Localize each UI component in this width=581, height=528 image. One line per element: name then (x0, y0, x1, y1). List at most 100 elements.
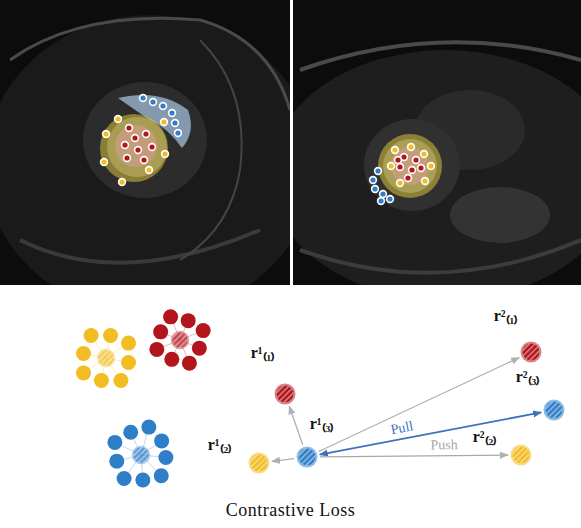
contour-point (388, 163, 395, 170)
contour-point (375, 168, 382, 175)
contour-point (408, 144, 415, 151)
embedding-circle (520, 341, 542, 363)
embedding-circle (248, 452, 270, 474)
cluster (76, 328, 136, 388)
cluster-prototype (133, 447, 150, 464)
segmentation-red (391, 147, 429, 185)
contour-point (405, 175, 412, 182)
cluster-sample (123, 425, 138, 440)
cluster-sample (113, 373, 128, 388)
contour-point (119, 179, 126, 186)
contour-point (122, 142, 129, 149)
contour-point (162, 151, 169, 158)
embedding-label: r¹₍₁₎ (251, 344, 276, 362)
embedding-node: r¹₍₁₎ (274, 383, 296, 405)
segmentation-red (115, 125, 157, 167)
heart-region (364, 119, 460, 211)
cluster-sample (76, 346, 91, 361)
contour-point (372, 186, 379, 193)
contour-point (124, 155, 131, 162)
contour-point (370, 177, 377, 184)
cluster-prototype (98, 350, 115, 367)
contour-point (135, 147, 142, 154)
embedding-fill (545, 401, 564, 420)
connector-arrow (272, 459, 294, 462)
embedding-label: r¹₍₃₎ (310, 415, 335, 433)
embedding-fill (276, 385, 295, 404)
contour-point (397, 180, 404, 187)
cluster-sample (109, 454, 124, 469)
cluster-sample (76, 365, 91, 380)
cluster (107, 420, 173, 488)
embedding-fill (522, 343, 541, 362)
cluster (149, 309, 210, 370)
contour-point (421, 151, 428, 158)
embedding-circle (510, 444, 532, 466)
cluster-sample (141, 420, 156, 435)
embedding-node: r²₍₁₎ (520, 341, 542, 363)
embedding-node: r¹₍₃₎ (296, 446, 318, 468)
mri-image-left (0, 0, 290, 285)
contour-point (428, 163, 435, 170)
embedding-node: r²₍₂₎ (510, 444, 532, 466)
embedding-circle (274, 383, 296, 405)
embedding-circle (296, 446, 318, 468)
embedding-label: r²₍₃₎ (516, 368, 541, 386)
cluster-sample (94, 373, 109, 388)
cluster-sample (196, 323, 211, 338)
contour-point (101, 159, 108, 166)
contour-point (169, 110, 176, 117)
contour-point (392, 147, 399, 154)
contour-point (126, 125, 133, 132)
contour-point (395, 157, 402, 164)
contour-point (146, 167, 153, 174)
contour-point (418, 165, 425, 172)
cluster-sample (154, 433, 169, 448)
contour-point (143, 131, 150, 138)
cluster-sample (121, 355, 136, 370)
contour-point (422, 178, 429, 185)
cluster-sample (135, 472, 150, 487)
body-outline (0, 15, 290, 285)
contour-point (160, 103, 167, 110)
tissue-edge (20, 230, 260, 263)
embedding-fill (250, 454, 269, 473)
edge-label: Pull (387, 418, 416, 438)
tissue-edge (300, 42, 581, 70)
segmentation-yellow (378, 134, 442, 198)
segmentation-yellow (100, 114, 168, 182)
body-outline (293, 50, 581, 285)
tissue-edge (300, 240, 581, 273)
contour-point (378, 198, 385, 205)
cluster-sample (164, 352, 179, 367)
cluster-prototype (172, 332, 189, 349)
contour-point (380, 191, 387, 198)
embedding-circle (543, 399, 565, 421)
cluster-sample (103, 328, 118, 343)
cluster-sample (154, 468, 169, 483)
cluster-sample (182, 356, 197, 371)
contour-point (115, 116, 122, 123)
embedding-node: r²₍₃₎ (543, 399, 565, 421)
cluster-sample (181, 313, 196, 328)
edge-label: Push (428, 437, 459, 453)
caption: Contrastive Loss (0, 500, 581, 521)
embedding-fill (512, 446, 531, 465)
contour-point (387, 196, 394, 203)
embedding-label: r¹₍₂₎ (208, 436, 233, 454)
contour-point (141, 157, 148, 164)
connector-arrow (320, 455, 508, 457)
contour-point (413, 157, 420, 164)
embedding-node: r¹₍₂₎ (248, 452, 270, 474)
contour-point (409, 167, 416, 174)
connector-arrow (320, 412, 541, 454)
contour-point (140, 95, 147, 102)
cluster-sample (192, 341, 207, 356)
embedding-label: r²₍₁₎ (494, 307, 519, 325)
contour-point (132, 135, 139, 142)
contour-point (150, 99, 157, 106)
cluster-sample (153, 324, 168, 339)
cluster-sample (117, 471, 132, 486)
